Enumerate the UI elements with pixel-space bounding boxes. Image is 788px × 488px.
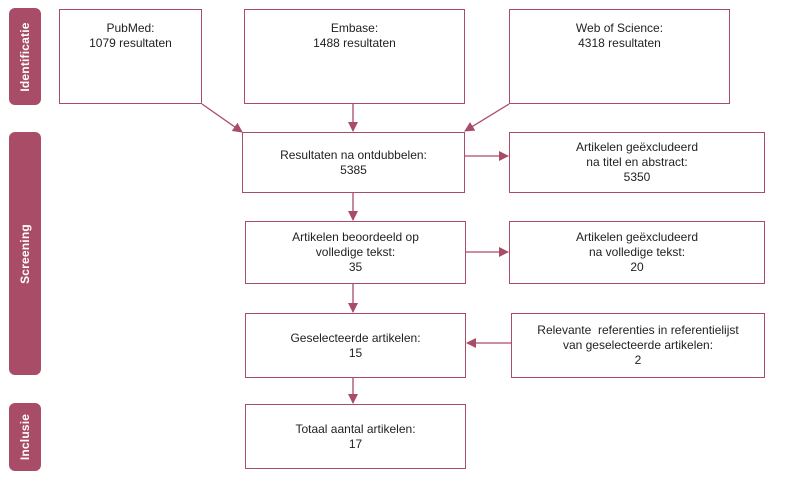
fulltext-count: 35 bbox=[348, 260, 363, 274]
phase-inclusion: Inclusie bbox=[9, 403, 41, 471]
excluded-full-count: 20 bbox=[630, 260, 644, 274]
references-label-1: Relevante referenties in referentielijst bbox=[537, 323, 739, 337]
dedup-box: Resultaten na ontdubbelen: 5385 bbox=[242, 132, 465, 193]
excluded-title-label-2: na titel en abstract: bbox=[586, 155, 688, 169]
references-count: 2 bbox=[634, 353, 642, 367]
total-label: Totaal aantal artikelen: bbox=[295, 421, 416, 436]
total-count: 17 bbox=[348, 436, 363, 451]
selected-count: 15 bbox=[348, 345, 363, 360]
pubmed-count: 1079 resultaten bbox=[89, 36, 172, 50]
excluded-title-abstract-box: Artikelen geëxcludeerd na titel en abstr… bbox=[509, 132, 765, 193]
excluded-full-label-1: Artikelen geëxcludeerd bbox=[575, 230, 699, 244]
total-box: Totaal aantal artikelen: 17 bbox=[245, 404, 466, 469]
selected-box: Geselecteerde artikelen: 15 bbox=[245, 313, 466, 378]
arrow-pubmed-to-dedup bbox=[201, 103, 243, 133]
source-pubmed-box: PubMed: 1079 resultaten bbox=[59, 9, 202, 104]
references-label-2: van geselecteerde artikelen: bbox=[562, 338, 714, 352]
excluded-full-label-2: na volledige tekst: bbox=[588, 245, 686, 259]
fulltext-label-1: Artikelen beoordeeld op bbox=[292, 230, 419, 244]
phase-identification: Identificatie bbox=[9, 8, 41, 105]
excluded-title-label-1: Artikelen geëxcludeerd bbox=[575, 140, 699, 154]
pubmed-name: PubMed: bbox=[106, 21, 155, 35]
embase-count: 1488 resultaten bbox=[313, 36, 396, 50]
wos-count: 4318 resultaten bbox=[578, 36, 661, 50]
references-box: Relevante referenties in referentielijst… bbox=[511, 313, 765, 378]
embase-name: Embase: bbox=[330, 21, 379, 35]
phase-screening: Screening bbox=[9, 132, 41, 375]
source-embase-box: Embase: 1488 resultaten bbox=[244, 9, 465, 104]
arrow-wos-to-dedup bbox=[464, 103, 510, 132]
dedup-label: Resultaten na ontdubbelen: bbox=[280, 147, 427, 162]
selected-label: Geselecteerde artikelen: bbox=[290, 330, 421, 345]
fulltext-box: Artikelen beoordeeld op volledige tekst:… bbox=[245, 221, 466, 284]
dedup-count: 5385 bbox=[340, 162, 367, 177]
excluded-title-count: 5350 bbox=[623, 170, 651, 184]
fulltext-label-2: volledige tekst: bbox=[315, 245, 396, 259]
excluded-fulltext-box: Artikelen geëxcludeerd na volledige teks… bbox=[509, 221, 765, 284]
source-wos-box: Web of Science: 4318 resultaten bbox=[509, 9, 730, 104]
wos-name: Web of Science: bbox=[575, 21, 664, 35]
